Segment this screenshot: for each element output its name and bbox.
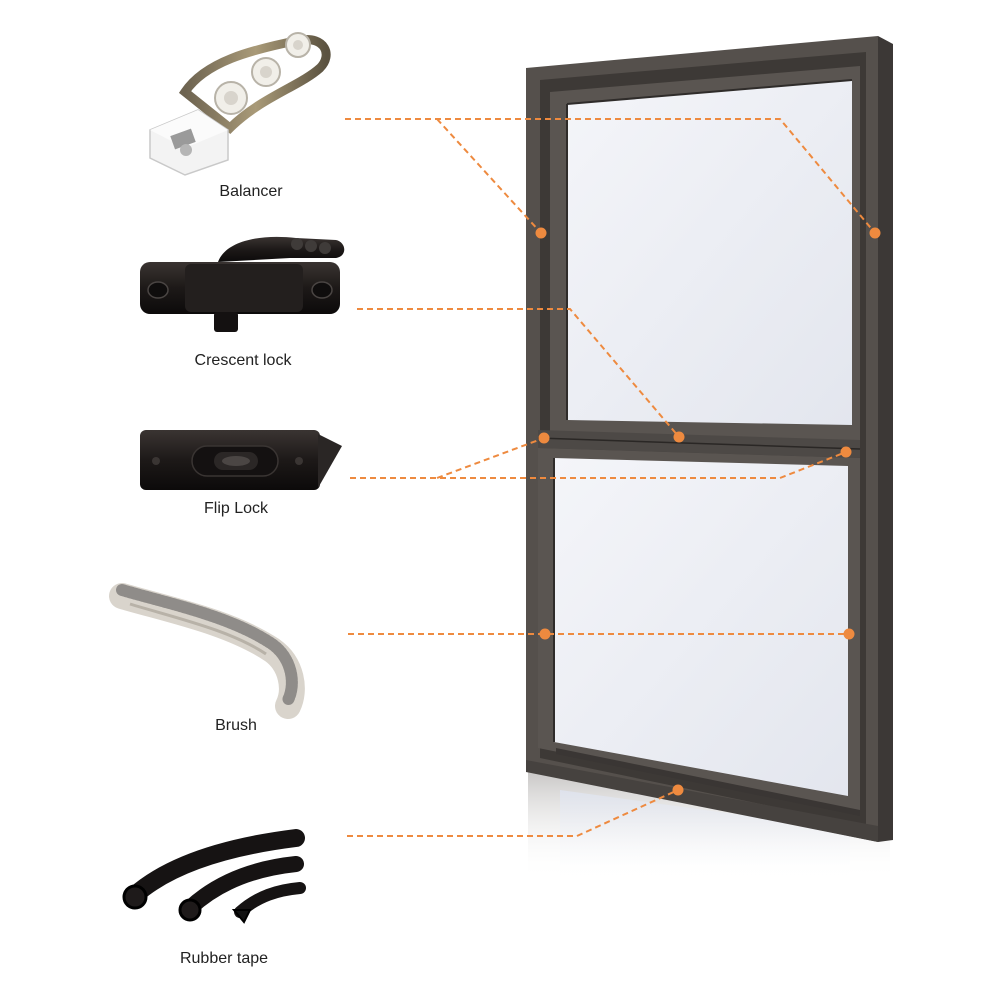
part-label-brush: Brush xyxy=(215,717,257,734)
leader-lines xyxy=(345,118,876,837)
part-label-crescent-lock: Crescent lock xyxy=(194,352,292,369)
callout-dot xyxy=(673,431,685,443)
leader-line-rubber-tape xyxy=(347,789,679,837)
leader-line-flip-lock xyxy=(350,451,847,479)
balancer-icon xyxy=(149,32,331,176)
callout-dot xyxy=(539,628,551,640)
lower-glass-pane xyxy=(554,458,848,796)
brush-seal-icon xyxy=(109,583,305,719)
part-label-flip-lock: Flip Lock xyxy=(203,500,269,517)
crescent-lock-icon xyxy=(140,236,345,332)
window-illustration xyxy=(526,36,893,880)
window-sill xyxy=(526,760,878,842)
leader-line-balancer xyxy=(345,118,876,234)
flip-lock-icon xyxy=(140,430,342,490)
callout-dots xyxy=(535,227,881,796)
callout-dot xyxy=(538,432,550,444)
floor-reflection xyxy=(528,770,890,880)
callout-dot xyxy=(840,446,852,458)
callout-dot xyxy=(535,227,547,239)
callout-dot xyxy=(672,784,684,796)
part-label-rubber-tape: Rubber tape xyxy=(179,950,269,967)
part-label-balancer: Balancer xyxy=(219,183,283,200)
leader-line-balancer-branch xyxy=(436,118,542,234)
upper-glass-pane xyxy=(567,80,852,425)
leader-line-crescent-lock xyxy=(357,308,680,438)
leader-line-flip-lock-branch xyxy=(436,437,545,479)
callout-dot xyxy=(843,628,855,640)
rubber-tape-icon xyxy=(122,829,306,924)
outer-frame-side xyxy=(878,36,893,842)
callout-dot xyxy=(869,227,881,239)
